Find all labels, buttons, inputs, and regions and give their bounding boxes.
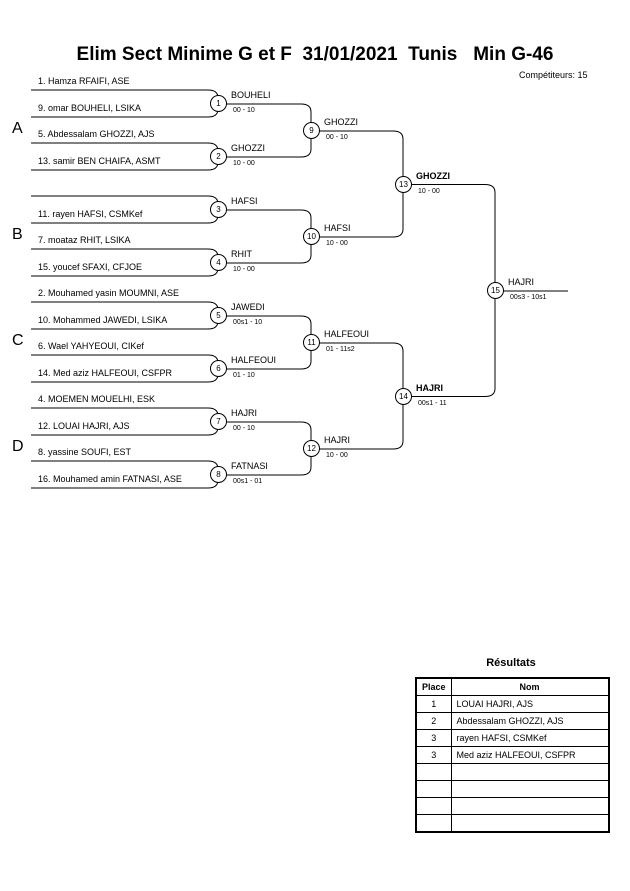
match-winner: HAJRI (416, 382, 444, 393)
result-place: 2 (415, 712, 452, 730)
player-name: 7. moataz RHIT, LSIKA (38, 235, 131, 245)
player-name: 4. MOEMEN MOUELHI, ESK (38, 394, 156, 404)
player-name: 9. omar BOUHELI, LSIKA (38, 103, 142, 113)
section-letter: A (12, 120, 23, 137)
player-name: 11. rayen HAFSI, CSMKef (38, 209, 143, 219)
result-row (415, 814, 610, 833)
match-score: 00 - 10 (233, 107, 255, 114)
match-score: 10 - 00 (418, 187, 440, 195)
player-name: 5. Abdessalam GHOZZI, AJS (38, 129, 155, 139)
result-place (415, 814, 452, 833)
match-number-badge: 7 (210, 413, 227, 430)
player-name: 13. samir BEN CHAIFA, ASMT (38, 156, 161, 166)
result-place (415, 797, 452, 815)
match-number-badge: 2 (210, 148, 227, 165)
results-title: Résultats (486, 657, 536, 669)
name-header: Nom (450, 677, 610, 696)
match-number-badge: 11 (303, 334, 320, 351)
match-number-badge: 15 (487, 282, 504, 299)
match-score: 00 - 10 (233, 425, 255, 432)
page-title: Elim Sect Minime G et F 31/01/2021 Tunis… (76, 44, 554, 65)
match-winner: HALFEOUI (231, 355, 277, 365)
result-name (450, 797, 610, 815)
match-score: 10 - 00 (326, 452, 348, 459)
section-letter: C (12, 332, 24, 349)
match-score: 00s1 - 10 (233, 319, 263, 326)
section-letter: D (12, 438, 24, 455)
result-place (415, 763, 452, 781)
result-name (450, 814, 610, 833)
match-number-badge: 9 (303, 122, 320, 139)
match-score: 01 - 10 (233, 372, 255, 379)
place-header: Place (415, 677, 452, 696)
match-score: 10 - 00 (326, 240, 348, 247)
player-name: 10. Mohammed JAWEDI, LSIKA (38, 315, 168, 325)
result-row (415, 763, 610, 781)
player-name: 16. Mouhamed amin FATNASI, ASE (38, 474, 182, 484)
match-number-badge: 5 (210, 307, 227, 324)
result-name (450, 763, 610, 781)
player-name: 6. Wael YAHYEOUI, CIKef (38, 341, 144, 351)
match-number-badge: 12 (303, 440, 320, 457)
match-number-badge: 6 (210, 360, 227, 377)
match-winner: GHOZZI (324, 117, 358, 127)
result-name (450, 780, 610, 798)
result-place (415, 780, 452, 798)
match-score: 01 - 11s2 (326, 346, 355, 353)
match-winner: BOUHELI (231, 90, 271, 100)
result-name: rayen HAFSI, CSMKef (450, 729, 610, 747)
result-name: Med aziz HALFEOUI, CSFPR (450, 746, 610, 764)
result-place: 3 (415, 746, 452, 764)
match-number-badge: 10 (303, 228, 320, 245)
section-letter: B (12, 226, 23, 243)
player-name: 15. youcef SFAXI, CFJOE (38, 262, 143, 272)
match-winner: HALFEOUI (324, 329, 370, 339)
match-winner: RHIT (231, 249, 252, 259)
player-name: 14. Med aziz HALFEOUI, CSFPR (38, 368, 173, 378)
match-score: 00s3 - 10s1 (510, 294, 547, 301)
match-score: 00s1 - 01 (233, 478, 263, 485)
match-winner: GHOZZI (231, 143, 265, 153)
result-row (415, 780, 610, 798)
player-name: 12. LOUAI HAJRI, AJS (38, 421, 130, 431)
result-name: LOUAI HAJRI, AJS (450, 695, 610, 713)
result-place: 1 (415, 695, 452, 713)
competitor-count: Compétiteurs: 15 (519, 70, 588, 80)
match-winner: JAWEDI (231, 302, 265, 312)
match-score: 10 - 00 (233, 266, 255, 273)
match-number-badge: 13 (395, 175, 412, 193)
results-header-row: Place Nom (415, 677, 610, 696)
match-winner: FATNASI (231, 461, 268, 471)
result-place: 3 (415, 729, 452, 747)
match-number-badge: 4 (210, 254, 227, 271)
match-number-badge: 14 (395, 387, 412, 405)
player-name: 8. yassine SOUFI, EST (38, 447, 132, 457)
match-score: 00s1 - 11 (418, 399, 447, 407)
match-winner: HAFSI (231, 196, 258, 206)
match-winner: HAJRI (324, 435, 351, 445)
match-number-badge: 8 (210, 466, 227, 483)
result-name: Abdessalam GHOZZI, AJS (450, 712, 610, 730)
player-name: 2. Mouhamed yasin MOUMNI, ASE (38, 288, 180, 298)
match-score: 00 - 10 (326, 134, 348, 141)
match-number-badge: 3 (210, 201, 227, 218)
match-number-badge: 1 (210, 95, 227, 112)
result-row (415, 797, 610, 815)
match-winner: GHOZZI (416, 170, 450, 181)
match-score: 10 - 00 (233, 160, 255, 167)
match-winner: HAJRI (508, 277, 535, 287)
player-name: 1. Hamza RFAIFI, ASE (38, 76, 130, 86)
match-winner: HAFSI (324, 223, 351, 233)
match-winner: HAJRI (231, 408, 258, 418)
